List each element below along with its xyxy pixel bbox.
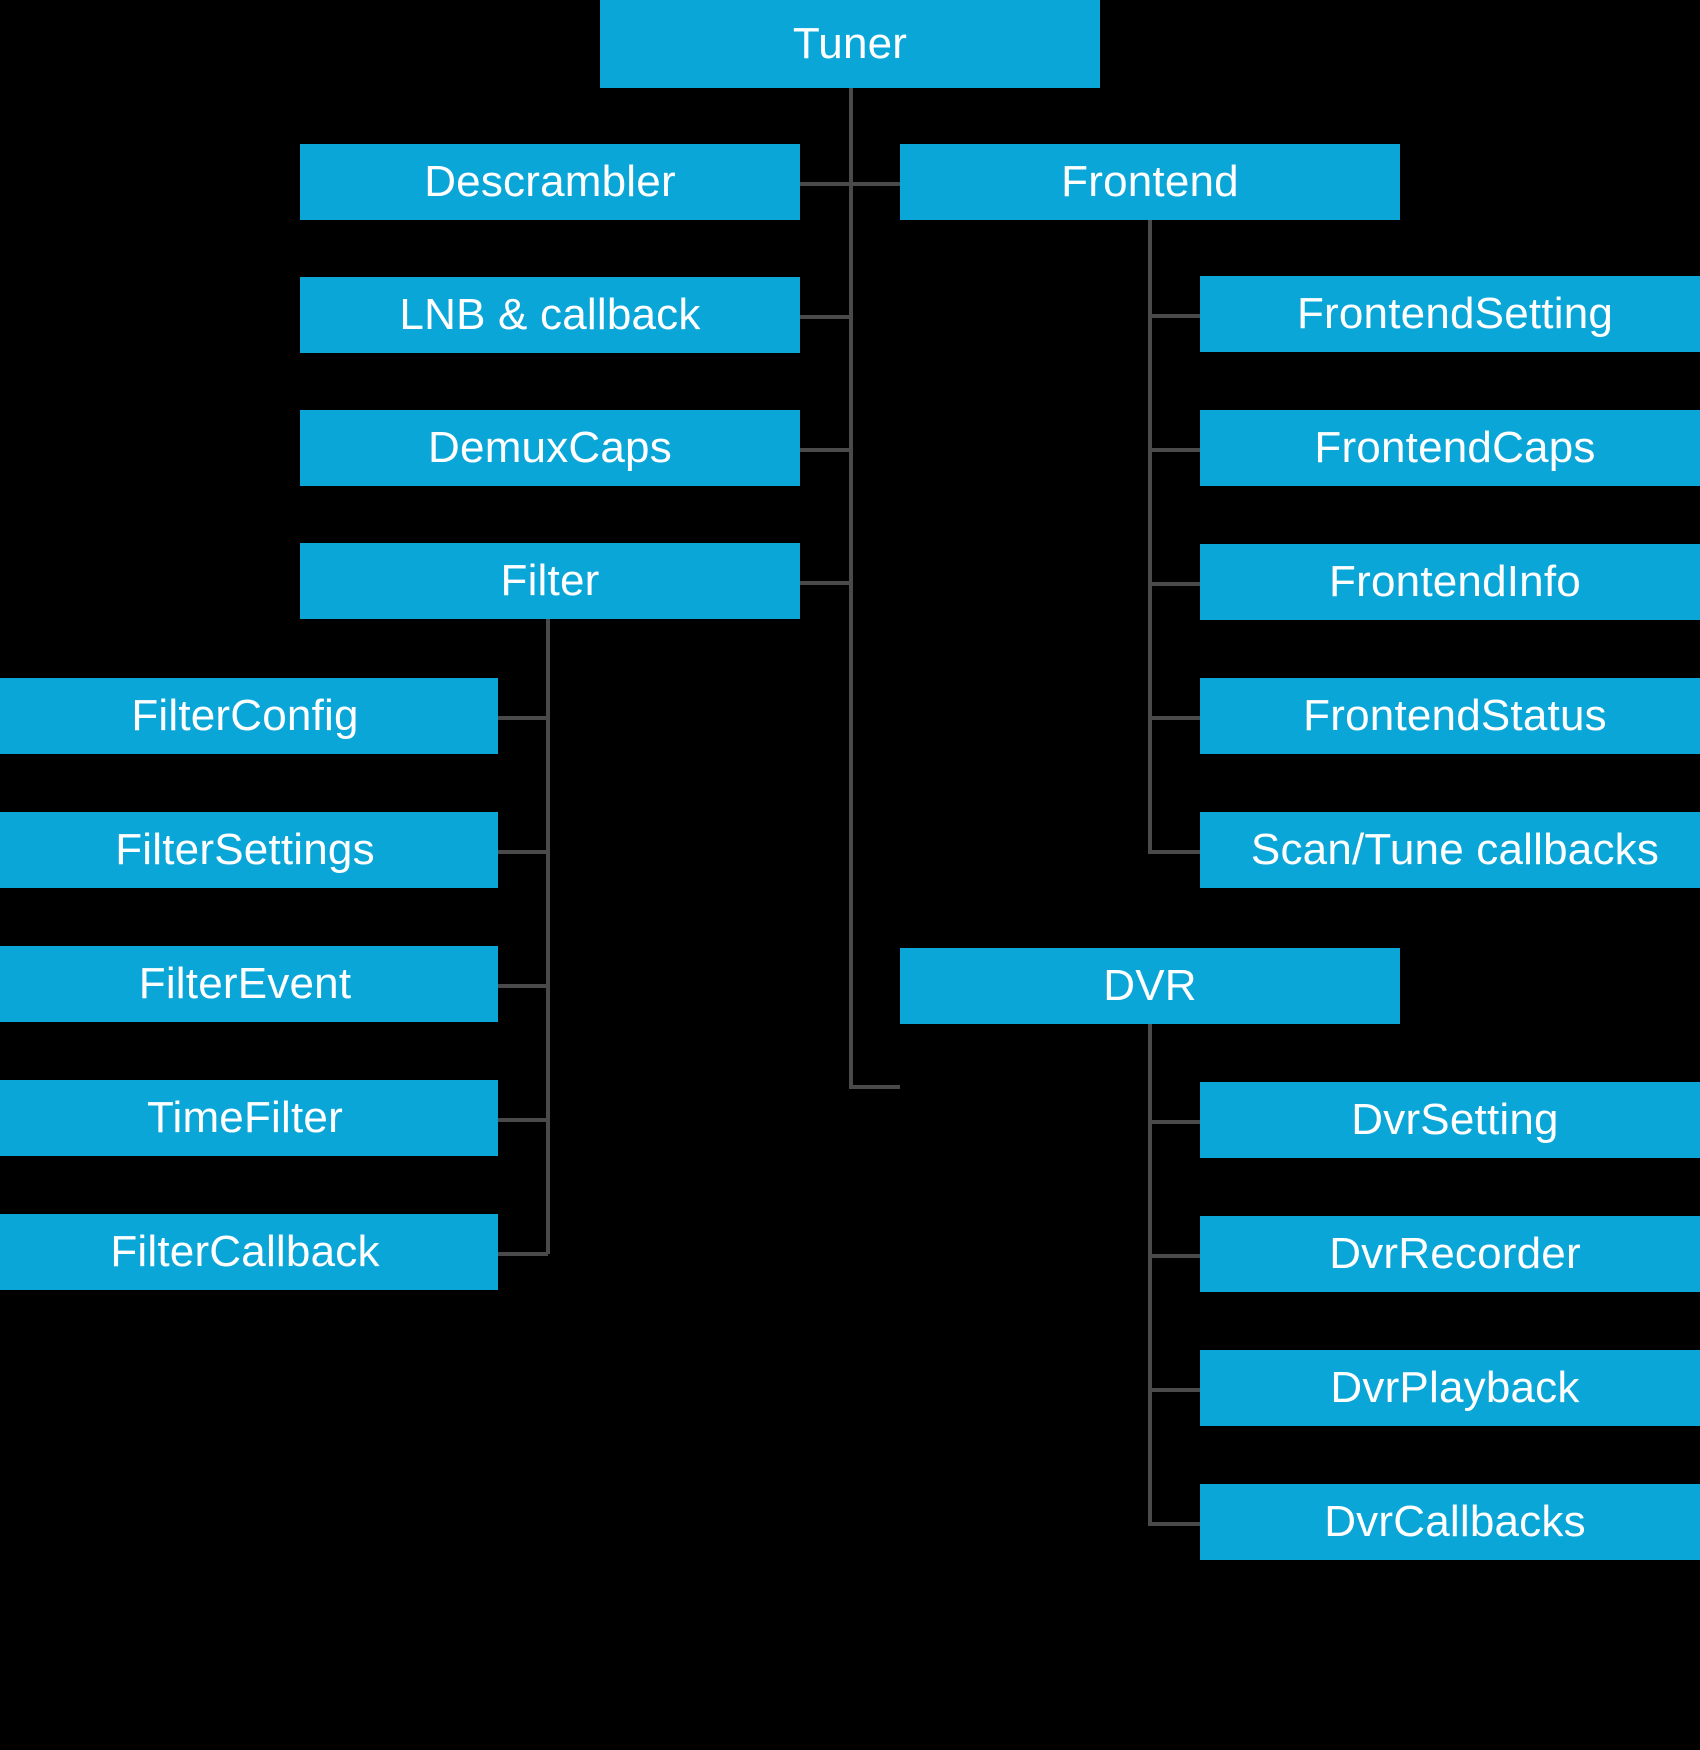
edge-root-dvr <box>849 1085 900 1089</box>
node-frontendsetting[interactable]: FrontendSetting <box>1200 276 1700 352</box>
node-timefilter-label: TimeFilter <box>147 1093 343 1142</box>
node-dvrplayback-label: DvrPlayback <box>1330 1363 1580 1412</box>
node-filtercallback-label: FilterCallback <box>110 1227 380 1276</box>
node-dvr[interactable] <box>900 948 1400 1024</box>
edge-frontend-frontendinfo <box>1148 582 1200 586</box>
node-dvrplayback[interactable]: DvrPlayback <box>1200 1350 1700 1426</box>
edge-frontend-frontendsetting <box>1148 314 1200 318</box>
edge-filter-trunk <box>546 619 550 1254</box>
node-tuner-label: Tuner <box>792 19 908 68</box>
node-filterconfig-label: FilterConfig <box>131 691 359 740</box>
node-frontendinfo-label: FrontendInfo <box>1329 557 1581 606</box>
edge-filter-filtersettings <box>498 850 548 854</box>
edge-dvr-dvrrecorder <box>1148 1254 1200 1258</box>
node-frontendcaps[interactable]: FrontendCaps <box>1200 410 1700 486</box>
edge-root-demuxcaps <box>800 448 851 452</box>
edge-filter-filtercallback <box>498 1252 548 1256</box>
edge-root-frontend <box>849 182 900 186</box>
node-dvrcallbacks[interactable]: DvrCallbacks <box>1200 1484 1700 1560</box>
node-dvrrecorder[interactable]: DvrRecorder <box>1200 1216 1700 1292</box>
node-filter-label: Filter <box>500 556 600 605</box>
edge-root-filter <box>800 581 851 585</box>
node-frontendinfo[interactable]: FrontendInfo <box>1200 544 1700 620</box>
edge-dvr-dvrcallbacks <box>1148 1522 1200 1526</box>
node-scantune-callbacks-label: Scan/Tune callbacks <box>1250 825 1660 874</box>
edge-frontend-frontendstatus <box>1148 716 1200 720</box>
edge-frontend-frontendcaps <box>1148 448 1200 452</box>
node-filter[interactable]: Filter <box>300 543 800 619</box>
node-dvrcallbacks-label: DvrCallbacks <box>1324 1497 1586 1546</box>
edge-filter-filterevent <box>498 984 548 988</box>
edge-root-trunk <box>849 88 853 1087</box>
node-frontend-label: Frontend <box>1061 157 1239 206</box>
node-demuxcaps[interactable]: DemuxCaps <box>300 410 800 486</box>
node-timefilter[interactable]: TimeFilter <box>0 1080 498 1156</box>
node-frontendstatus-label: FrontendStatus <box>1303 691 1607 740</box>
node-dvr-label: DVR <box>1103 961 1197 1010</box>
node-dvrrecorder-label: DvrRecorder <box>1329 1229 1581 1278</box>
node-descrambler[interactable]: Descrambler <box>300 144 800 220</box>
node-dvrsetting[interactable]: DvrSetting <box>1200 1082 1700 1158</box>
node-lnb-callback[interactable]: LNB & callback <box>300 277 800 353</box>
node-scantune-callbacks[interactable]: Scan/Tune callbacks <box>1200 812 1700 888</box>
node-descrambler-label: Descrambler <box>424 157 676 206</box>
node-tuner[interactable]: Tuner <box>600 0 1100 88</box>
node-demuxcaps-label: DemuxCaps <box>428 423 672 472</box>
edge-dvr-dvrplayback <box>1148 1388 1200 1392</box>
edge-dvr-trunk <box>1148 1022 1152 1526</box>
node-frontendsetting-label: FrontendSetting <box>1296 289 1614 338</box>
node-frontendcaps-label: FrontendCaps <box>1314 423 1596 472</box>
node-dvrsetting-label: DvrSetting <box>1351 1095 1559 1144</box>
node-filtercallback[interactable]: FilterCallback <box>0 1214 498 1290</box>
edge-frontend-scantunecallbacks <box>1148 850 1200 854</box>
node-filterconfig[interactable]: FilterConfig <box>0 678 498 754</box>
node-dvr-labelbox: DVR <box>900 948 1400 1024</box>
edge-filter-filterconfig <box>498 716 548 720</box>
edge-dvr-dvrsetting <box>1148 1120 1200 1124</box>
node-lnb-callback-label: LNB & callback <box>399 290 701 339</box>
node-filtersettings[interactable]: FilterSettings <box>0 812 498 888</box>
edge-frontend-trunk <box>1148 215 1152 853</box>
edge-root-lnb <box>800 315 851 319</box>
node-frontend[interactable]: Frontend <box>900 144 1400 220</box>
node-filterevent-label: FilterEvent <box>138 959 352 1008</box>
edge-filter-timefilter <box>498 1118 548 1122</box>
node-filterevent[interactable]: FilterEvent <box>0 946 498 1022</box>
node-filtersettings-label: FilterSettings <box>115 825 375 874</box>
edge-root-descrambler <box>800 182 851 186</box>
node-frontendstatus[interactable]: FrontendStatus <box>1200 678 1700 754</box>
